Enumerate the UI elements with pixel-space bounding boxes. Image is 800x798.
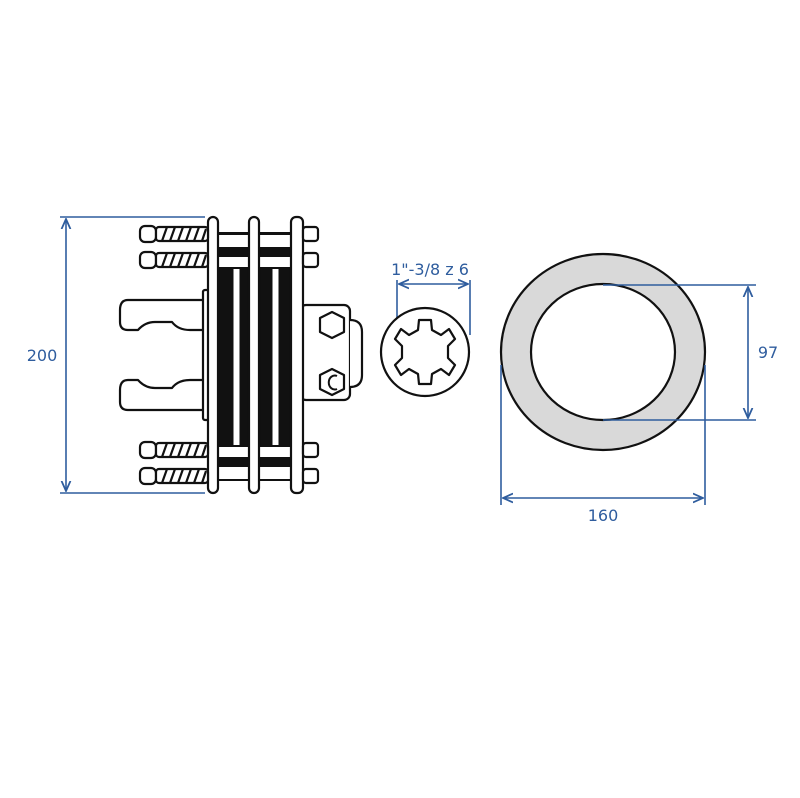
inner-diameter-label: 97 <box>758 343 778 362</box>
outer-diameter-label: 160 <box>588 506 619 525</box>
spline-profile <box>393 318 457 386</box>
spline-view: 1"-3/8 z 6 <box>379 260 471 398</box>
clutch-side-view <box>118 215 364 495</box>
height-label: 200 <box>27 346 58 365</box>
ring-view: 97 160 <box>499 252 778 525</box>
spline-label: 1"-3/8 z 6 <box>391 260 469 279</box>
spring-icon <box>138 224 210 486</box>
height-dimension: 200 <box>27 216 205 494</box>
hex-bolt-icon <box>318 310 346 340</box>
